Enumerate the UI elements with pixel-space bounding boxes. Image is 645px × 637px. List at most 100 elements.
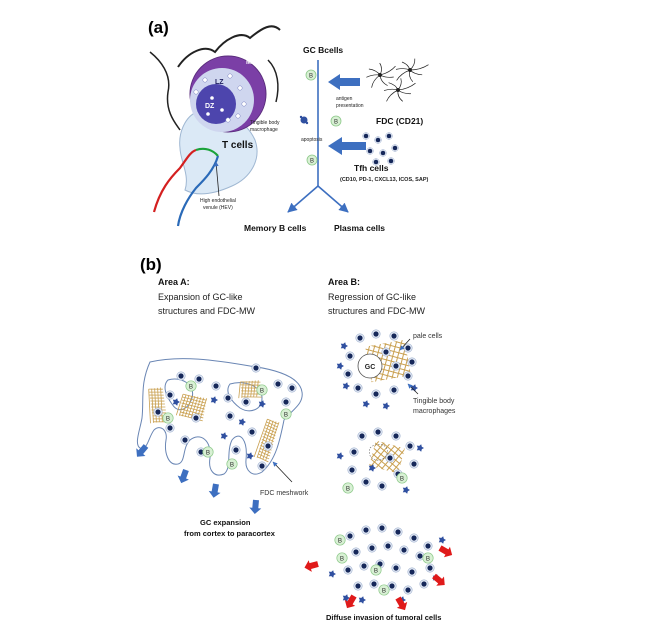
- invasion-arrow: [438, 545, 453, 558]
- tumor-cell: [415, 551, 425, 561]
- tfh-cell: [379, 149, 387, 157]
- paracortex-area: [179, 110, 258, 195]
- apoptotic-b-cell: [299, 115, 309, 125]
- tfh-cell: [366, 147, 374, 155]
- tumor-cell: [165, 390, 175, 400]
- tumor-cell: [409, 459, 419, 469]
- area-b-desc-1: Regression of GC-like: [328, 292, 416, 302]
- b-cell: B: [226, 458, 238, 470]
- invasion-arrow: [304, 560, 319, 572]
- gc-bcells-label: GC Bcells: [303, 45, 343, 55]
- b-cell: B: [334, 534, 346, 546]
- fdc-dendrite: [383, 88, 399, 91]
- blast-cell: [220, 432, 228, 440]
- gc-b-cell-2: B: [330, 115, 342, 127]
- tumor-cell: [241, 397, 251, 407]
- lz-cell: [225, 117, 231, 123]
- svg-text:B: B: [230, 461, 234, 468]
- t-cells-label: T cells: [222, 140, 254, 151]
- fdc-dendrite: [409, 69, 423, 76]
- capsule-line-left: [149, 51, 181, 131]
- b-cell: B: [162, 412, 174, 424]
- antigen-label-1: antigen: [336, 96, 353, 102]
- apoptosis-label: apoptosis: [301, 137, 323, 143]
- tumor-cell: [355, 333, 365, 343]
- tumor-cell: [281, 397, 291, 407]
- tumor-cell: [377, 523, 387, 533]
- blast-cell: [172, 398, 180, 406]
- fdc-mesh-patch: [175, 393, 208, 422]
- b-cell: B: [256, 384, 268, 396]
- svg-text:B: B: [260, 387, 264, 394]
- blast-cell: [382, 402, 390, 410]
- tingible-label-1: Tingible body: [413, 398, 455, 405]
- tumor-cell: [223, 393, 233, 403]
- tfh-arrow: [328, 137, 366, 155]
- lz-cell: [237, 85, 243, 91]
- tumor-cell: [351, 547, 361, 557]
- gc-expansion-label-1: GC expansion: [200, 518, 251, 527]
- blast-cell: [342, 594, 350, 602]
- light-zone-cells: [193, 73, 247, 123]
- gc-expansion-label-2: from cortex to paracortex: [184, 529, 276, 538]
- invasion-arrow: [395, 596, 408, 611]
- plasma-label: Plasma cells: [334, 223, 385, 233]
- expansion-arrow: [208, 483, 221, 498]
- hev-label-1: High endothelial: [200, 198, 236, 204]
- b-cell: B: [378, 584, 390, 596]
- tingible-label-2: macrophages: [413, 408, 456, 415]
- blast-cell: [328, 570, 336, 578]
- blast-cell: [342, 382, 350, 390]
- tumor-cell: [399, 545, 409, 555]
- tfh-cell: [372, 158, 380, 166]
- area-b-cluster-2: BB: [336, 427, 424, 494]
- fdc-dendrite: [397, 82, 416, 91]
- blast-cell: [358, 596, 366, 604]
- hev-green-segment: [195, 147, 219, 157]
- expansion-arrow: [136, 444, 149, 457]
- blast-cell: [362, 400, 370, 408]
- fdc-dendrite: [401, 61, 411, 71]
- tumor-cell: [345, 531, 355, 541]
- fdc-dendrite: [396, 69, 411, 81]
- tumor-cell: [343, 369, 353, 379]
- area-a-outline: [136, 358, 303, 476]
- fdc-dendrite: [379, 62, 382, 76]
- area-b-desc-2: structures and FDC-MW: [328, 306, 426, 316]
- fdc-dendrite: [409, 69, 414, 82]
- blast-cell: [416, 444, 424, 452]
- tumor-cell: [263, 441, 273, 451]
- tumor-cell: [257, 461, 267, 471]
- diffuse-invasion-label: Diffuse invasion of tumoral cells: [326, 613, 441, 622]
- dz-cell: [210, 96, 214, 100]
- dz-label: DZ: [205, 103, 215, 110]
- tumor-cell: [369, 579, 379, 589]
- dark-zone: [196, 84, 236, 124]
- fdc-dendrite: [397, 89, 412, 95]
- svg-text:B: B: [284, 411, 288, 418]
- tingible-pointer: [407, 383, 419, 395]
- tumor-cell: [349, 447, 359, 457]
- fdc-label: FDC (CD21): [376, 116, 423, 126]
- tingible-body-label-2: macrophage: [250, 127, 278, 133]
- fdc-meshwork-pointer: [272, 461, 293, 483]
- fdc-dendrite: [386, 89, 399, 102]
- tumor-cell: [361, 477, 371, 487]
- tumor-cell: [371, 389, 381, 399]
- tfh-markers-label: (CD10, PD-1, CXCL13, ICOS, SAP): [340, 177, 428, 183]
- lz-cell: [235, 113, 241, 119]
- svg-text:B: B: [400, 475, 404, 482]
- lz-cell: [227, 73, 233, 79]
- tumor-cell: [423, 541, 433, 551]
- area-a-expansion-arrows: [136, 444, 262, 514]
- svg-text:B: B: [309, 74, 313, 80]
- lz-cell: [193, 89, 199, 95]
- fdc-dendritic-cells: [366, 58, 429, 102]
- tfh-cell-cluster: [362, 132, 399, 166]
- fdc-dendrite: [397, 89, 404, 102]
- tumor-cell: [287, 383, 297, 393]
- svg-text:B: B: [426, 555, 430, 562]
- panel-a-label: (a): [148, 18, 169, 37]
- blast-cell: [246, 452, 254, 460]
